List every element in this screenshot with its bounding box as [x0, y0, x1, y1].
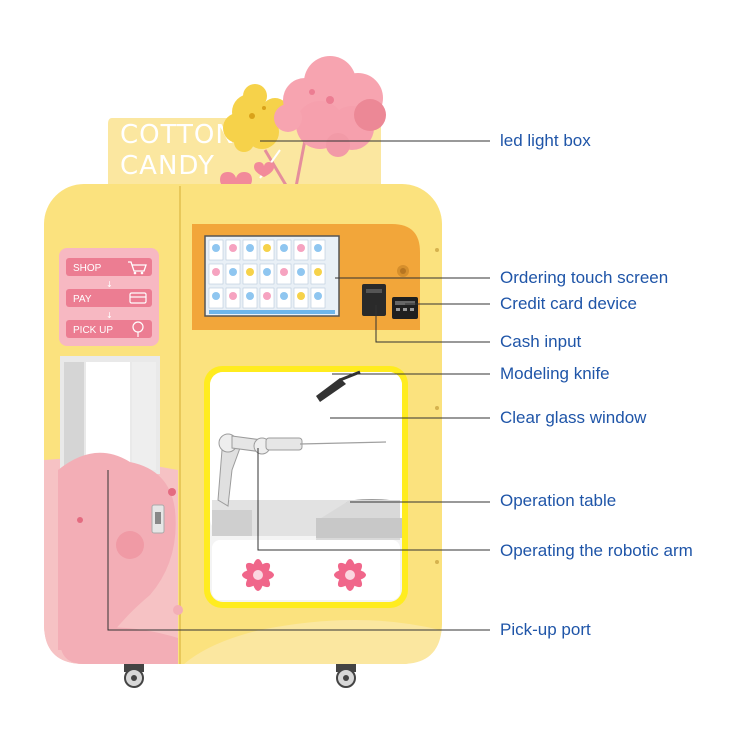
ordering-touch-screen	[192, 224, 420, 330]
caster-wheel-right	[336, 664, 356, 688]
flower-icon	[334, 559, 366, 591]
heart-icon	[254, 162, 274, 177]
leader-cash-input	[375, 305, 490, 343]
callout-operation-table: Operation table	[500, 491, 617, 510]
speaker-grille	[397, 265, 409, 277]
pink-cotton-candy-icon	[274, 56, 386, 157]
callout-pick-up-port: Pick-up port	[500, 620, 591, 639]
yellow-cotton-candy-icon	[223, 84, 289, 152]
steps-panel: SHOP ↓ PAY ↓ PICK UP	[59, 248, 159, 346]
callout-credit-card-device: Credit card device	[500, 294, 638, 313]
leader-lines	[107, 140, 490, 631]
pick-up-port	[58, 356, 183, 664]
card-icon	[129, 292, 147, 304]
callout-operating-robotic-arm: Operating the robotic arm	[500, 541, 693, 560]
flower-decorations	[212, 540, 400, 600]
sign-line-1: COTTON	[120, 120, 236, 150]
step-pickup-box	[66, 320, 152, 338]
credit-card-reader	[392, 297, 418, 319]
sign-line-2: CANDY	[120, 151, 215, 181]
modeling-knife	[316, 370, 361, 402]
cart-icon	[128, 261, 147, 275]
svg-text:↓: ↓	[106, 280, 113, 289]
leader-operating-robotic-arm	[257, 448, 490, 551]
leader-pick-up-port	[107, 470, 490, 631]
svg-text:↓: ↓	[106, 311, 113, 320]
flower-icon	[242, 559, 274, 591]
step-pay-label: PAY	[73, 294, 92, 305]
operation-table	[316, 499, 402, 540]
callout-modeling-knife: Modeling knife	[500, 364, 610, 383]
step-pickup-label: PICK UP	[73, 325, 113, 336]
callout-cash-input: Cash input	[500, 332, 582, 351]
step-shop-label: SHOP	[73, 263, 102, 274]
robotic-arm	[212, 433, 387, 536]
cotton-candy-icon	[132, 321, 144, 337]
caster-wheel-left	[124, 664, 144, 688]
callout-led-light-box: led light box	[500, 131, 591, 150]
led-light-box: COTTON CANDY	[108, 56, 386, 196]
callout-ordering-touch-screen: Ordering touch screen	[500, 268, 669, 287]
callout-clear-glass-window: Clear glass window	[500, 408, 647, 427]
cash-input-slot	[362, 284, 386, 316]
